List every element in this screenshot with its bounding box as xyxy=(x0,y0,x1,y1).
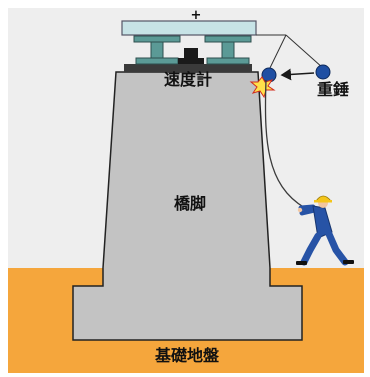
weight-label: 重錘 xyxy=(317,80,349,99)
weight-ball-icon xyxy=(315,64,331,80)
pull-rope xyxy=(264,79,306,209)
girder-left xyxy=(133,35,181,65)
girder-right xyxy=(204,35,252,65)
pier-label: 橋脚 xyxy=(174,194,206,213)
ground-label: 基礎地盤 xyxy=(154,346,220,365)
pendulum-support-lines xyxy=(256,34,324,73)
worker-icon xyxy=(296,195,354,266)
pier-cap-plate xyxy=(124,64,252,72)
plus-marker: + xyxy=(191,8,202,23)
motion-arrow-icon xyxy=(280,68,315,81)
pier-body xyxy=(72,71,303,341)
velocimeter-label: 速度計 xyxy=(164,70,212,89)
bearing-base xyxy=(178,58,204,64)
deck-slab xyxy=(121,20,257,36)
impact-burst-icon xyxy=(249,76,276,99)
